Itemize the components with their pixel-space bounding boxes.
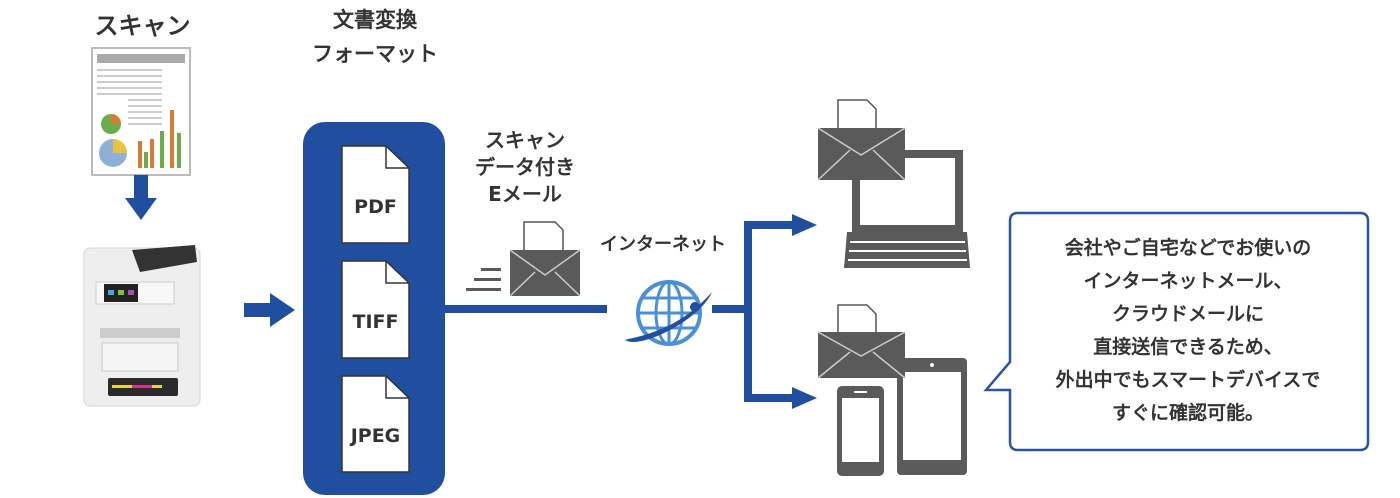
conversion-title-line2: フォーマット [312,42,438,66]
printer-icon [83,245,201,407]
callout-text: 会社やご自宅などでお使いの インターネットメール、 クラウドメールに 直接送信で… [1010,213,1366,449]
format-label-jpeg: JPEG [350,425,401,447]
branch-arrows [712,214,817,409]
callout-bubble [983,211,1370,452]
email-label-line3: Eメール [488,182,562,206]
pdf-file-icon [341,145,410,244]
format-label-pdf: PDF [354,196,397,218]
email-label-line1: スキャン [485,128,565,152]
internet-label: インターネット [600,234,726,255]
jpeg-file-icon [341,375,410,473]
down-arrow-icon [125,175,157,220]
smart-devices-email-icon [817,304,967,476]
callout-line: 直接送信できるため、 [1093,336,1283,358]
callout-line: 外出中でもスマートデバイスで [1055,369,1321,391]
callout-line: クラウドメールに [1111,303,1264,325]
callout-line: インターネットメール、 [1083,270,1293,292]
connector-line [445,305,607,313]
conversion-title-line1: 文書変換 [333,8,417,32]
globe-icon [625,280,712,346]
tiff-file-icon [341,260,410,359]
right-arrow-icon [244,293,295,327]
scan-title: スキャン [94,12,191,40]
laptop-email-icon [817,99,970,268]
email-label-line2: データ付き [475,155,575,179]
callout-line: すぐに確認可能。 [1111,402,1264,424]
scanned-document-icon [91,47,191,176]
email-attachment-icon [466,221,581,297]
email-label: スキャン データ付き Eメール [460,127,590,208]
callout-line: 会社やご自宅などでお使いの [1064,237,1312,259]
format-label-tiff: TIFF [352,311,399,333]
